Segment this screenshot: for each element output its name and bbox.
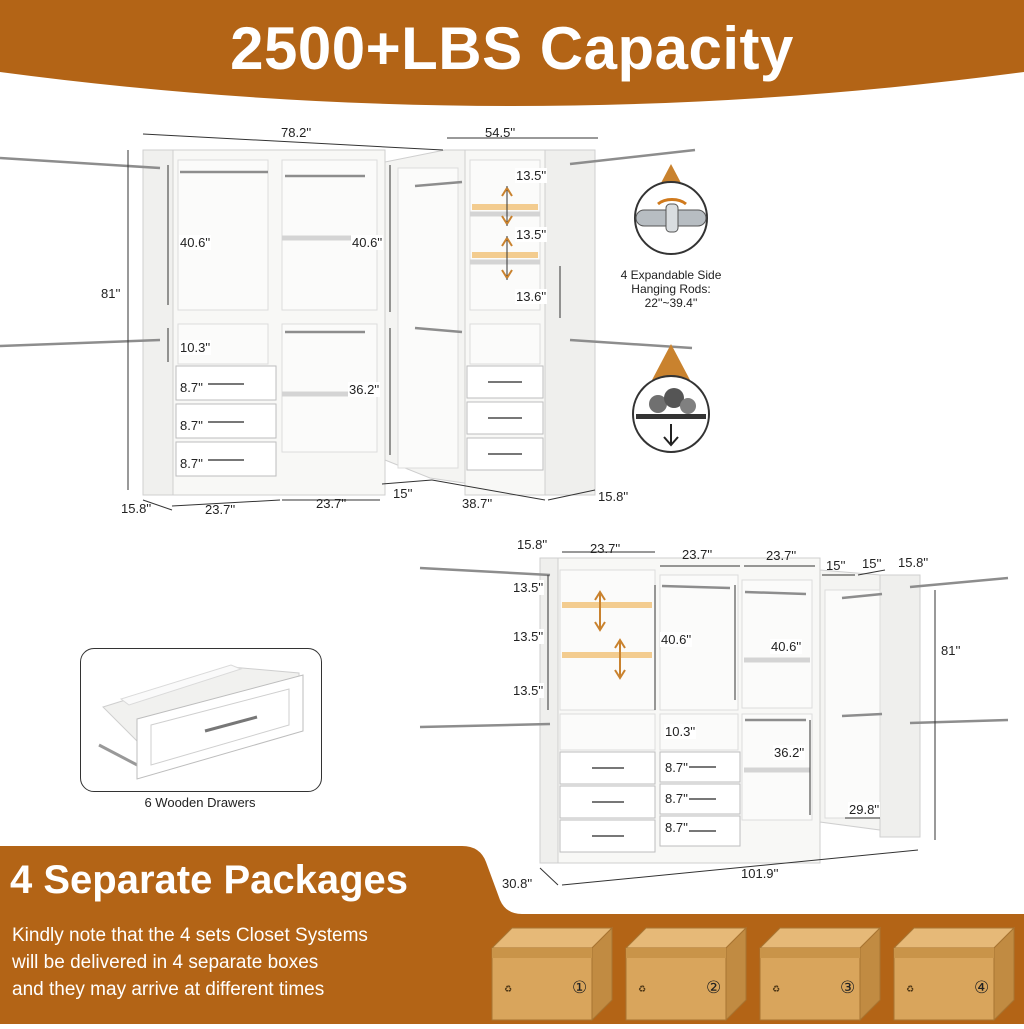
- rod-callout: 4 Expandable Side Hanging Rods: 22''~39.…: [596, 268, 746, 310]
- dim-corner-gap: 15'': [393, 486, 413, 501]
- dim-s-lower: 36.2'': [773, 745, 806, 760]
- svg-text:♻: ♻: [504, 984, 512, 994]
- dim-s-bay-2: 23.7'': [682, 547, 713, 562]
- dim-s-bay-3: 23.7'': [766, 548, 797, 563]
- package-box-3: ♻ ③: [756, 920, 884, 1029]
- dim-bay-2: 23.7'': [316, 496, 347, 511]
- dim-s-depth-right: 15.8'': [898, 555, 929, 570]
- dim-shelf-1: 13.5'': [515, 168, 548, 183]
- dim-side-width: 54.5'': [485, 125, 516, 140]
- package-number-2: ②: [706, 978, 722, 997]
- package-box-4: ♻ ④: [890, 920, 1018, 1029]
- dim-s-rod-span: 29.8'': [848, 802, 881, 817]
- dim-side-span: 38.7'': [462, 496, 493, 511]
- packages-note: Kindly note that the 4 sets Closet Syste…: [12, 922, 452, 1003]
- package-number-4: ④: [974, 978, 990, 997]
- dim-depth-right: 15.8'': [598, 489, 629, 504]
- drawer-caption: 6 Wooden Drawers: [144, 795, 256, 810]
- packages-note-line-3: and they may arrive at different times: [12, 979, 325, 1000]
- dim-s-depth-bottom: 30.8'': [502, 876, 533, 891]
- dim-mid-upper: 40.6'': [351, 235, 384, 250]
- dim-total-width: 78.2'': [281, 125, 312, 140]
- dim-s-total-width: 101.9'': [741, 866, 779, 881]
- dim-s-gap-1: 15'': [826, 558, 846, 573]
- packages-note-line-1: Kindly note that the 4 sets Closet Syste…: [12, 925, 368, 946]
- dim-s-shelf-3: 13.5'': [512, 683, 545, 698]
- package-number-1: ①: [572, 978, 588, 997]
- corner-closet-illustration: [0, 133, 696, 511]
- drawer-feature-panel: [80, 648, 322, 792]
- dim-bay-1: 23.7'': [205, 502, 236, 517]
- dim-s-shelf-2: 13.5'': [512, 629, 545, 644]
- dim-shelf-2: 13.5'': [515, 227, 548, 242]
- dim-s-drawer-2: 8.7'': [664, 791, 690, 806]
- rod-callout-line-3: 22''~39.4'': [644, 296, 698, 310]
- dim-left-mid: 10.3'': [179, 340, 212, 355]
- svg-text:♻: ♻: [906, 984, 914, 994]
- dim-left-upper: 40.6'': [179, 235, 212, 250]
- expandable-rod-icon: [634, 164, 708, 255]
- dim-s-upper-2: 40.6'': [770, 639, 803, 654]
- dim-depth-left: 15.8'': [121, 501, 152, 516]
- dim-mid-lower: 36.2'': [348, 382, 381, 397]
- dim-height: 81'': [100, 286, 122, 301]
- dim-s-bay-1: 23.7'': [590, 541, 621, 556]
- dim-s-upper: 40.6'': [660, 632, 693, 647]
- rod-callout-line-2: Hanging Rods:: [631, 282, 711, 296]
- straight-closet-illustration: [419, 551, 1009, 886]
- dim-s-mid: 10.3'': [664, 724, 697, 739]
- package-number-3: ③: [840, 978, 856, 997]
- rod-callout-line-1: 4 Expandable Side: [620, 268, 722, 282]
- dim-s-shelf-1: 13.5'': [512, 580, 545, 595]
- package-box-2: ♻ ②: [622, 920, 750, 1029]
- page-title: 2500+LBS Capacity: [230, 15, 794, 82]
- dim-s-gap-2: 15'': [862, 556, 882, 571]
- dim-left-drawer-1: 8.7'': [179, 380, 205, 395]
- drawer-illustration: [98, 664, 304, 780]
- dim-left-drawer-3: 8.7'': [179, 456, 205, 471]
- dim-s-depth-top: 15.8'': [517, 537, 548, 552]
- dim-s-height: 81'': [940, 643, 962, 658]
- weight-capacity-icon: [632, 344, 710, 453]
- dim-s-drawer-3: 8.7'': [664, 820, 690, 835]
- svg-text:♻: ♻: [638, 984, 646, 994]
- package-box-1: ♻ ①: [488, 920, 616, 1029]
- svg-text:♻: ♻: [772, 984, 780, 994]
- dim-s-drawer-1: 8.7'': [664, 760, 690, 775]
- dim-left-drawer-2: 8.7'': [179, 418, 205, 433]
- top-banner: [0, 0, 1024, 106]
- packages-title: 4 Separate Packages: [10, 858, 409, 902]
- dim-shelf-3: 13.6'': [515, 289, 548, 304]
- packages-note-line-2: will be delivered in 4 separate boxes: [12, 952, 319, 973]
